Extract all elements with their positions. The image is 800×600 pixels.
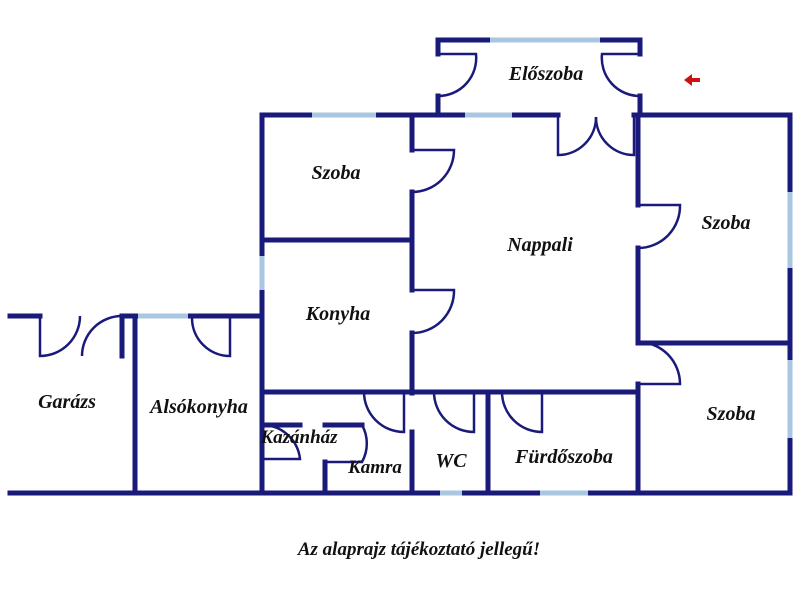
entrance-arrow-icon (684, 74, 700, 86)
room-label-szoba-right-top: Szoba (702, 212, 751, 234)
room-label-wc: WC (435, 450, 467, 472)
room-label-eloszoba: Előszoba (508, 63, 583, 85)
windows (138, 37, 793, 496)
doors (38, 52, 682, 464)
room-label-garazs: Garázs (38, 391, 96, 413)
disclaimer-note: Az alaprajz tájékoztató jellegű! (297, 539, 540, 560)
room-label-konyha: Konyha (305, 303, 370, 325)
room-label-nappali: Nappali (506, 234, 573, 256)
room-label-szoba-right-bottom: Szoba (707, 403, 756, 425)
room-label-kamra: Kamra (347, 457, 402, 478)
room-label-alsokonyha: Alsókonyha (148, 396, 248, 418)
walls (7, 37, 793, 496)
room-label-furdoszoba: Fürdőszoba (514, 446, 613, 468)
room-label-szoba-top-left: Szoba (312, 162, 361, 184)
room-label-kazanhaz: Kazánház (259, 427, 338, 448)
